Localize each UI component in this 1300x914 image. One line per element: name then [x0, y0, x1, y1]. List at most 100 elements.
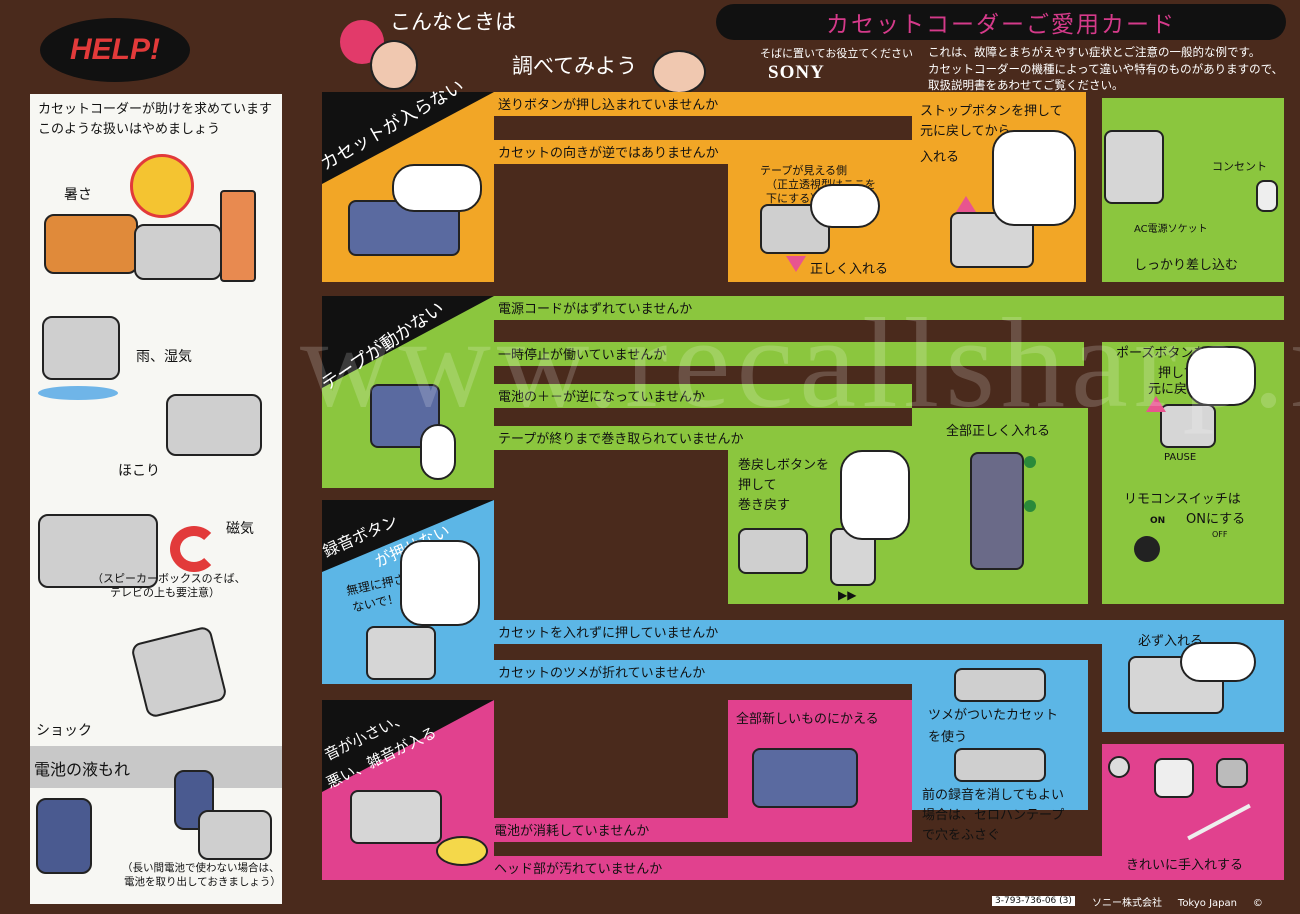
noise-bubble-icon [436, 836, 488, 866]
tape-q4: テープが終りまで巻き取られていませんか [498, 432, 744, 447]
tab-cassette-line: を使う [928, 730, 968, 745]
left-intro-line: カセットコーダーが助けを求めています [38, 102, 273, 117]
hazard-shock-label: ショック [36, 723, 92, 739]
card-title: カセットコーダーご愛用カード [716, 4, 1286, 40]
up-arrow-icon [956, 196, 976, 212]
card-title-text: カセットコーダーご愛用カード [826, 12, 1176, 38]
glove-hand-icon [1186, 346, 1256, 406]
glove-hand-icon [840, 450, 910, 540]
hazard-heat-label: 暑さ [64, 187, 92, 203]
country-name: Tokyo Japan [1177, 898, 1237, 909]
magnet-note: （スピーカーボックスのそば、 [92, 572, 246, 585]
tape-q3: 電池の＋－が逆になっていませんか [498, 390, 705, 405]
heater-icon [220, 190, 256, 282]
hazard-dust-label: ほこり [118, 463, 160, 479]
stop-fix-line: 元に戻してから [920, 124, 1011, 139]
hazard-battery-label: 電池の液もれ [34, 760, 131, 779]
cassette-q1: 送りボタンが押し込まれていませんか [498, 98, 719, 113]
down-arrow-icon [786, 256, 806, 272]
tape-head-icon [1154, 758, 1194, 798]
cassette-q2: カセットの向きが逆ではありませんか [498, 146, 719, 161]
tape-fix-line: 前の録音を消してもよい [922, 788, 1064, 803]
dog-character-icon [370, 40, 418, 90]
outlet-icon [1256, 180, 1278, 212]
glove-hand-icon [1180, 642, 1256, 682]
cassette-tab-icon [954, 668, 1046, 702]
batteries-icon [970, 452, 1024, 570]
pinch-roller-icon [1216, 758, 1248, 788]
cleaning-roll-icon [1108, 756, 1130, 778]
glove-hand-icon [400, 540, 480, 626]
pause-button-icon [1160, 404, 1216, 448]
record-q1: カセットを入れずに押していませんか [498, 626, 719, 641]
rewind-line: 押して [738, 478, 777, 493]
magnet-note: テレビの上も要注意） [110, 586, 220, 599]
hazard-rain-label: 雨、湿気 [136, 349, 192, 365]
tape-visible-note: テープが見える側 [760, 164, 848, 177]
plug-in-label: しっかり差し込む [1134, 258, 1239, 273]
rewind-line: 巻戻しボタンを [738, 458, 830, 473]
record-button-icon [366, 626, 436, 680]
puddle-icon [38, 386, 118, 400]
header-question-line1: こんなときは [390, 10, 516, 34]
intro-line: これは、故障とまちがえやすい症状とご注意の一般的な例です。 [928, 45, 1261, 59]
cassette-recorder-icon [166, 394, 262, 456]
pause-fix-line: ポーズボタンを [1116, 346, 1207, 361]
batteries-icon [752, 748, 858, 808]
tape-fix-line: 場合は、セロハンテープ [922, 808, 1065, 823]
record-q2: カセットのツメが折れていませんか [498, 666, 706, 681]
sound-q1: 電池が消耗していませんか [494, 824, 650, 839]
glove-hand-icon [992, 130, 1076, 226]
help-badge: HELP! [40, 18, 190, 82]
stop-button-icon [950, 212, 1034, 268]
minus-icon [1024, 500, 1036, 512]
microphone-icon [1134, 536, 1160, 562]
truck-icon [44, 214, 138, 274]
dog-character-icon-2 [652, 50, 706, 94]
cassette-recorder-icon [198, 810, 272, 860]
hazard-magnet-label: 磁気 [226, 521, 254, 537]
sound-tag-triangle [322, 700, 494, 792]
left-intro-line: このような扱いはやめましょう [38, 122, 221, 137]
brand-logo: SONY [768, 62, 825, 83]
intro-line: 取扱説明書をあわせてご覧ください。 [928, 78, 1124, 93]
clean-label: きれいに手入れする [1126, 858, 1244, 873]
stop-fix-line: 入れる [920, 150, 960, 165]
remote-fix-line: リモコンスイッチは [1124, 492, 1241, 507]
tape-tag-triangle [322, 296, 494, 388]
tape-visible-note: 下にする） [766, 192, 822, 205]
cassette-taped-icon [954, 748, 1046, 782]
intro-text: これは、故障とまちがえやすい症状とご注意の一般的な例です。 カセットコーダーの機… [928, 44, 1283, 94]
on-label: ON [1150, 516, 1166, 526]
up-arrow-icon [1146, 396, 1166, 412]
glove-hand-icon [420, 424, 456, 480]
footer-company: ソニー株式会社 Tokyo Japan © [1092, 894, 1263, 909]
rewind-symbol-icon: ▶▶ [838, 588, 857, 602]
tab-cassette-line: ツメがついたカセット [928, 708, 1059, 723]
glove-hand-icon [810, 184, 880, 228]
replace-all-label: 全部新しいものにかえる [736, 712, 879, 727]
magnet-icon [170, 526, 218, 572]
tape-q2: 一時停止が働いていませんか [498, 348, 667, 363]
battery-note: 電池を取り出しておきましょう） [124, 876, 281, 888]
plus-icon [1024, 456, 1036, 468]
sound-q2: ヘッド部が汚れていませんか [494, 862, 663, 877]
tape-q1: 電源コードがはずれていませんか [498, 302, 693, 317]
remote-fix-line: ONにする [1186, 512, 1246, 527]
battery-leak-band [30, 746, 282, 788]
cassette-tape-icon [738, 528, 808, 574]
intro-line: カセットコーダーの機種によって違いや特有のものがありますので、 [928, 61, 1284, 76]
cassette-recorder-icon [1104, 130, 1164, 204]
cassette-recorder-icon [38, 514, 158, 588]
off-label: OFF [1212, 530, 1228, 539]
cassette-recorder-icon [42, 316, 120, 380]
stop-fix-line: ストップボタンを押して [920, 104, 1063, 119]
glove-hand-icon [392, 164, 482, 212]
subtitle: そばに置いてお役立てください [760, 47, 914, 60]
cassette-tape-icon [760, 204, 830, 254]
battery-note: （長い間電池で使わない場合は、 [122, 862, 280, 874]
insert-correctly-label: 正しく入れる [810, 262, 889, 277]
sun-icon [130, 154, 194, 218]
header-question-line2: 調べてみよう [512, 54, 638, 78]
ac-socket-label: AC電源ソケット [1134, 224, 1208, 235]
